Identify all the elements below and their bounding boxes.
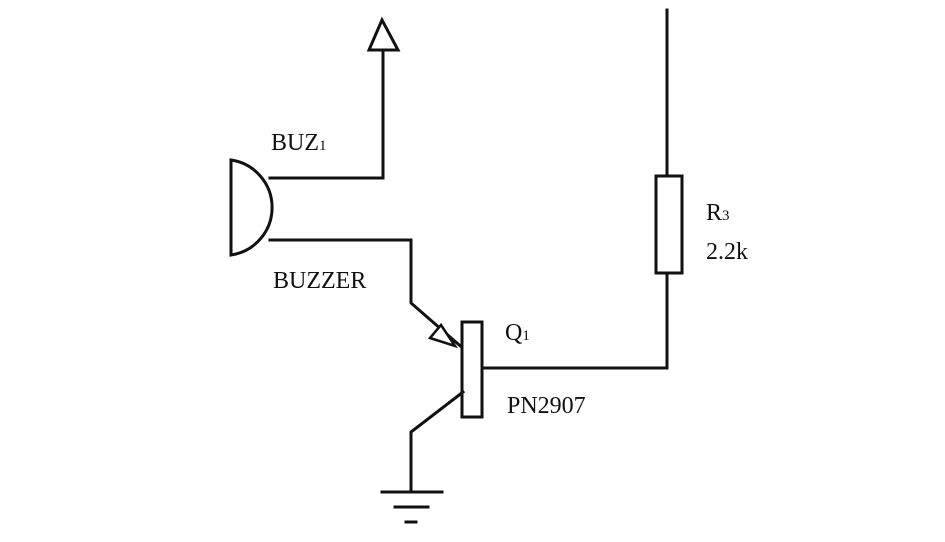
resistor-ref-label: R3 (706, 200, 730, 226)
transistor-part-label: PN2907 (507, 393, 586, 419)
power-arrow-icon (366, 16, 401, 52)
wire-base-to-resistor (480, 271, 669, 370)
resistor-symbol (654, 174, 684, 275)
buzzer-name-label: BUZZER (273, 268, 366, 294)
buzzer-ref-label: BUZ1 (271, 130, 327, 156)
transistor-ref-label: Q1 (505, 320, 530, 346)
buzzer-symbol (229, 158, 274, 257)
ground-icon (380, 490, 444, 524)
wire-collector-to-ground (409, 389, 466, 494)
transistor-base-bar (460, 320, 484, 419)
wire-buzzer-to-emitter (268, 238, 468, 353)
emitter-arrow-icon (427, 322, 459, 349)
resistor-value-label: 2.2k (706, 239, 748, 265)
